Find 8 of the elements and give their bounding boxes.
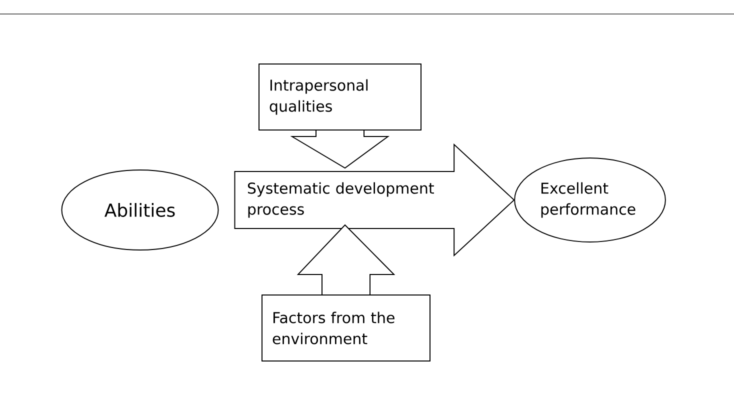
callout-box: Intrapersonal qualities (258, 64, 422, 130)
ellipse-node: Excellent performance (514, 158, 666, 242)
block-arrow-pointer (290, 130, 390, 169)
edge-label: Systematic development process (248, 182, 434, 218)
block-arrow (234, 143, 515, 257)
callout-box: Factors from the environment (262, 294, 430, 362)
block-arrow-pointer (296, 224, 396, 295)
ellipse-node: Abilities (61, 170, 219, 250)
